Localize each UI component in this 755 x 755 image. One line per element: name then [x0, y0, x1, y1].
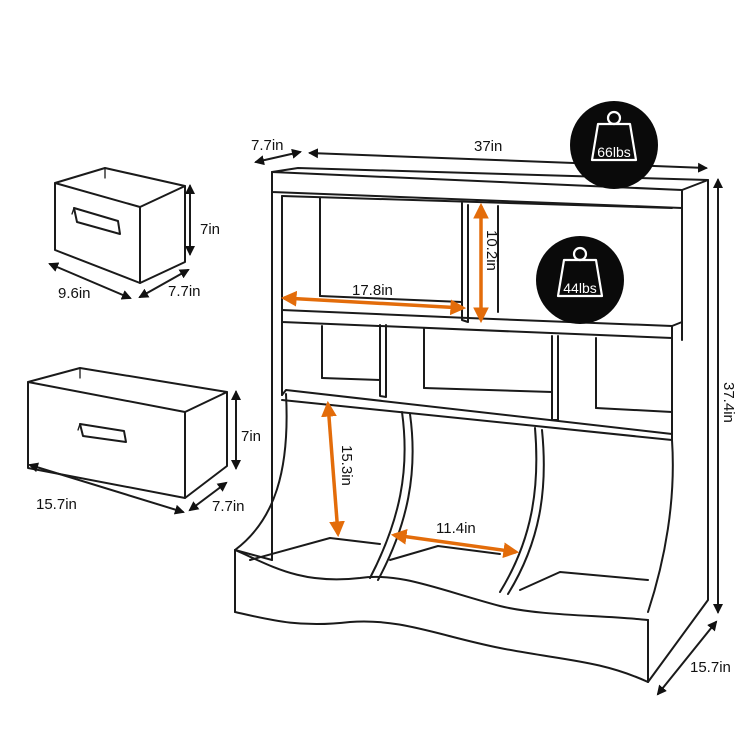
- shelf-width-label: 37in: [474, 138, 502, 155]
- large-bin-width-dimension: 15.7in: [28, 462, 185, 515]
- large-bin-height-label: 7in: [241, 428, 261, 445]
- small-bin-height-dimension: 7in: [185, 184, 220, 256]
- bin-handle: [71, 207, 121, 235]
- bin-slot-width-label: 11.4in: [436, 520, 476, 537]
- small-bin-width-label: 9.6in: [58, 285, 91, 302]
- shelf-unit: [234, 167, 709, 683]
- large-storage-bin: [27, 367, 228, 499]
- shelf-base-depth-dimension: 15.7in: [656, 620, 731, 696]
- top-load-capacity-badge: 66lbs: [570, 101, 658, 189]
- weight-icon: [556, 246, 604, 298]
- bin-slot-height-label: 15.3in: [338, 445, 355, 486]
- large-bin-depth-label: 7.7in: [212, 498, 245, 515]
- shelf-top-depth-label: 7.7in: [251, 137, 284, 154]
- shelf-height-dimension: 37.4in: [713, 178, 737, 614]
- top-cube-width-dimension: 17.8in: [280, 282, 467, 316]
- shelf-load-capacity-label: 44lbs: [563, 280, 596, 296]
- top-cube-height-label: 10.2in: [483, 230, 500, 271]
- large-bin-depth-dimension: 7.7in: [188, 481, 245, 515]
- large-bin-height-dimension: 7in: [231, 390, 261, 470]
- small-bin-height-label: 7in: [200, 221, 220, 238]
- shelf-base-depth-label: 15.7in: [690, 659, 731, 676]
- shelf-height-label: 37.4in: [720, 382, 737, 423]
- top-load-capacity-label: 66lbs: [597, 144, 630, 160]
- small-bin-depth-dimension: 7.7in: [138, 269, 201, 300]
- small-bin-width-dimension: 9.6in: [48, 262, 132, 302]
- small-storage-bin: [54, 167, 186, 284]
- large-bin-width-label: 15.7in: [36, 496, 77, 513]
- weight-icon: [590, 110, 638, 162]
- small-bin-depth-label: 7.7in: [168, 283, 201, 300]
- shelf-top-depth-dimension: 7.7in: [251, 137, 302, 166]
- bin-handle: [77, 423, 127, 443]
- top-cube-width-label: 17.8in: [352, 282, 393, 299]
- bin-slot-width-dimension: 11.4in: [390, 520, 520, 559]
- bin-slot-height-dimension: 15.3in: [321, 400, 355, 538]
- top-cube-height-dimension: 10.2in: [473, 202, 500, 324]
- shelf-load-capacity-badge: 44lbs: [536, 236, 624, 324]
